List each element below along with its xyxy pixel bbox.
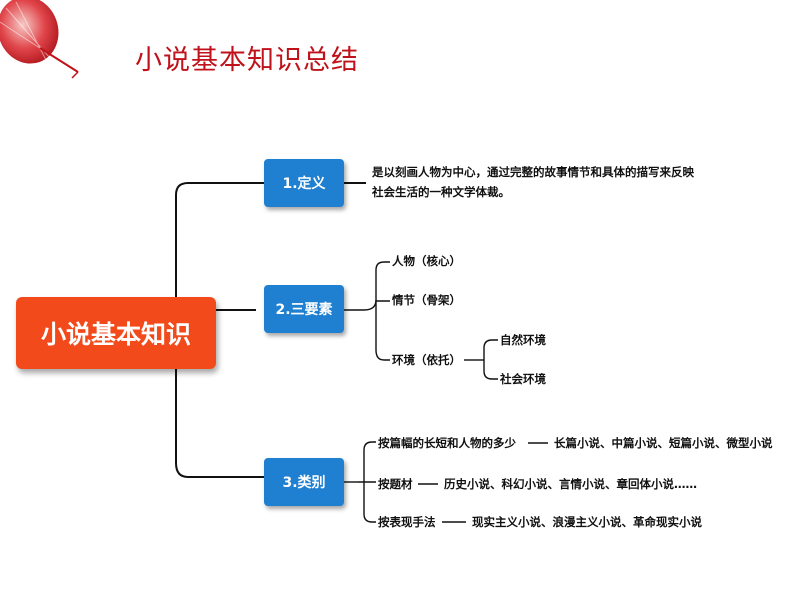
root-node: 小说基本知识 bbox=[16, 297, 216, 369]
setting-natural: 自然环境 bbox=[500, 333, 546, 347]
category-examples-subject: 历史小说、科幻小说、言情小说、章回体小说…… bbox=[444, 477, 697, 491]
branch-three-elements: 2.三要素 bbox=[264, 285, 344, 333]
page-title: 小说基本知识总结 bbox=[135, 45, 359, 76]
category-examples-technique: 现实主义小说、浪漫主义小说、革命现实小说 bbox=[472, 515, 702, 529]
category-basis-length: 按篇幅的长短和人物的多少 bbox=[378, 436, 516, 450]
element-character: 人物（核心） bbox=[392, 254, 461, 268]
element-plot: 情节（骨架） bbox=[392, 293, 461, 307]
category-examples-length: 长篇小说、中篇小说、短篇小说、微型小说 bbox=[554, 436, 773, 450]
category-basis-subject: 按题材 bbox=[378, 477, 413, 491]
definition-text-line1: 是以刻画人物为中心，通过完整的故事情节和具体的描写来反映 bbox=[372, 165, 694, 179]
definition-text-line2: 社会生活的一种文学体裁。 bbox=[372, 185, 510, 199]
branch-definition: 1.定义 bbox=[264, 159, 344, 207]
branch-categories: 3.类别 bbox=[264, 458, 344, 506]
umbrella-icon bbox=[0, 0, 79, 79]
setting-social: 社会环境 bbox=[500, 372, 546, 386]
element-setting: 环境（依托） bbox=[392, 353, 461, 367]
category-basis-technique: 按表现手法 bbox=[378, 515, 436, 529]
